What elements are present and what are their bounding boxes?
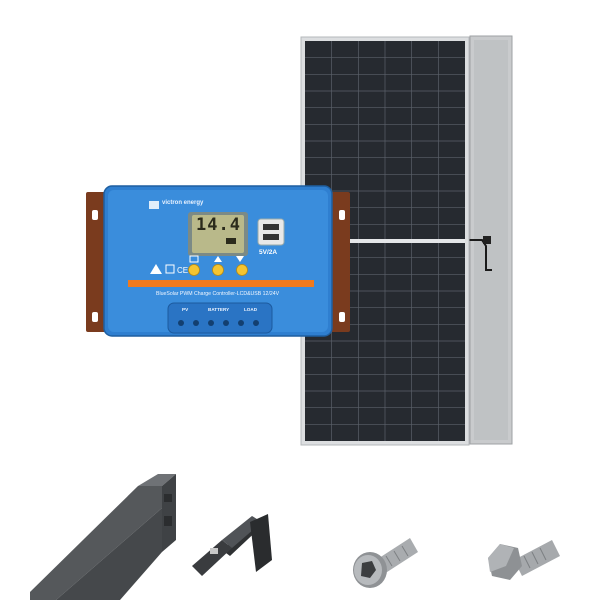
brand-label: victron energy	[162, 200, 204, 206]
terminal-label-load: LOAD	[244, 307, 258, 312]
mounting-rail	[30, 474, 176, 600]
usb-rating-label: 5V/2A	[259, 249, 278, 256]
end-clamp	[192, 514, 272, 576]
lcd-voltage-readout: 14.4	[196, 215, 241, 235]
socket-screw	[353, 538, 418, 588]
terminal-label-battery: BATTERY	[208, 307, 230, 312]
terminal-label-pv: PV	[182, 307, 189, 312]
hex-bolt	[488, 540, 560, 580]
svg-text:CE: CE	[177, 266, 188, 275]
model-label: BlueSolar PWM Charge Controller-LCD&USB …	[156, 291, 280, 297]
